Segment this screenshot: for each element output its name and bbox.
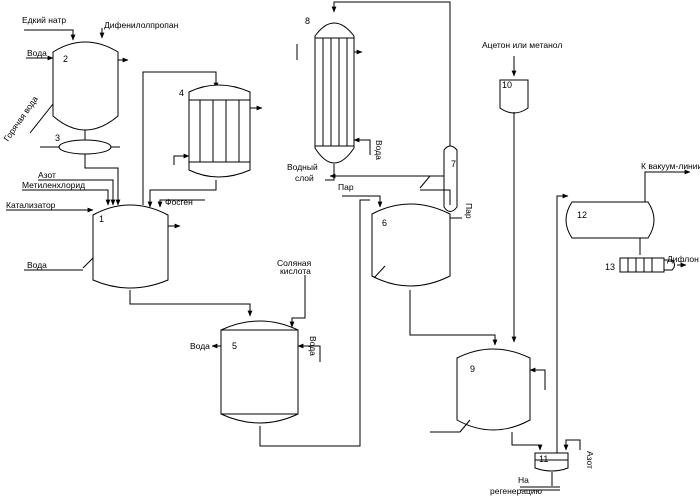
label-diflon: Дифлон xyxy=(667,254,699,264)
number-8: 8 xyxy=(305,16,310,26)
number-9: 9 xyxy=(470,364,475,374)
number-11: 11 xyxy=(539,454,548,464)
number-7: 7 xyxy=(451,159,456,169)
number-4: 4 xyxy=(179,88,184,98)
dryer-12 xyxy=(565,169,691,255)
label-water-5-left: Вода xyxy=(190,341,210,351)
label-water-1: Вода xyxy=(27,260,47,270)
label-to-vacuum: К вакуум-линии xyxy=(641,161,700,171)
number-10: 10 xyxy=(502,80,512,90)
label-aqueous-1: Водный xyxy=(287,162,318,172)
number-2: 2 xyxy=(63,54,68,64)
extruder-13 xyxy=(619,257,687,273)
label-regeneration-1: На xyxy=(518,475,529,485)
condenser-4 xyxy=(173,84,263,178)
vessel-1 xyxy=(92,204,169,289)
label-phosgene: Фосген xyxy=(165,197,193,207)
label-water-2: Вода xyxy=(27,48,47,58)
label-diphenylolpropane: Дифенилолпропан xyxy=(104,20,179,30)
number-6: 6 xyxy=(382,218,387,228)
filter-11 xyxy=(520,193,581,491)
label-methylene-chloride: Метиленхлорид xyxy=(22,180,85,190)
vessel-2 xyxy=(52,41,119,131)
label-water-8: Вода xyxy=(374,140,384,160)
label-nitrogen-11: Азот xyxy=(585,451,595,469)
separator-7 xyxy=(329,145,458,212)
washer-5 xyxy=(129,199,370,447)
label-hcl-1: Соляная xyxy=(277,258,312,268)
number-13: 13 xyxy=(605,262,615,272)
label-nitrogen-1: Азот xyxy=(38,170,56,180)
label-hcl-2: кислота xyxy=(280,266,311,276)
label-acetone-methanol: Ацетон или метанол xyxy=(482,40,562,50)
label-catalyst: Катализатор xyxy=(6,200,56,210)
number-3: 3 xyxy=(55,133,60,143)
label-steam-6-in: Пар xyxy=(338,182,354,192)
label-naoh: Едкий натр xyxy=(22,15,66,25)
label-regeneration-2: регенерацию xyxy=(490,486,543,496)
label-steam-6-right: Пар xyxy=(464,203,474,219)
filter-3 xyxy=(40,139,120,160)
label-water-5-right: Вода xyxy=(308,336,318,356)
lines-vessel-2 xyxy=(24,28,129,141)
lines-vessel-1 xyxy=(6,71,219,300)
vessel-9 xyxy=(430,348,546,451)
tank-10 xyxy=(499,56,529,343)
label-hot-water: Горячая вода xyxy=(1,94,40,143)
equipment-numbers: 1 2 3 4 5 6 7 8 9 10 11 12 13 xyxy=(55,16,615,464)
label-aqueous-2: слой xyxy=(295,173,314,183)
number-5: 5 xyxy=(232,341,237,351)
number-1: 1 xyxy=(99,214,104,224)
vessel-6 xyxy=(342,189,498,346)
column-8 xyxy=(296,1,451,181)
number-12: 12 xyxy=(577,210,587,220)
